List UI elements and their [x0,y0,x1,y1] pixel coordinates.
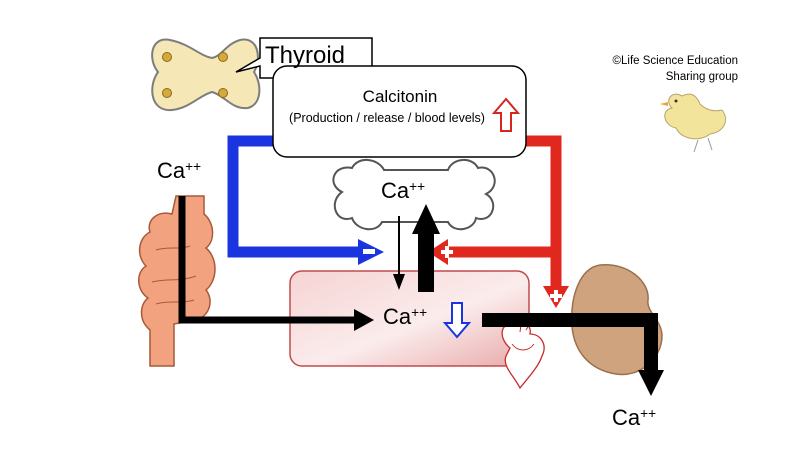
chick-icon [660,93,726,153]
minus-icon [363,249,375,254]
bone-icon [332,159,496,231]
deposition-arrow [393,216,405,290]
heart-icon [501,317,545,390]
intestine-icon [138,195,216,367]
resorption-arrow [412,204,440,292]
credit-text: ©Life Science Education Sharing group [588,54,738,85]
hormone-title: Calcitonin [362,87,438,106]
plus-icon [550,290,562,302]
calcium-excreted-label: Ca++ [612,405,657,430]
credit-line-1: ©Life Science Education [612,55,738,67]
plus-icon [441,246,453,258]
thyroid-icon [151,38,261,112]
down-arrow-icon [442,302,472,339]
hormone-effect-text: (Production / release / blood levels) [289,111,485,125]
decrease-pathway-arrow [227,135,384,265]
calcium-bone-label: Ca++ [381,178,426,203]
calcitonin-box [272,65,527,158]
thyroid-label: Thyroid [265,42,346,69]
calcium-blood-label: Ca++ [383,304,428,329]
up-arrow-icon [491,97,521,132]
calcium-dietary-label: Ca++ [157,158,202,183]
credit-line-2: Sharing group [665,70,738,83]
increase-pathway-arrow [428,135,569,308]
excretion-arrow [482,313,664,396]
absorption-arrow [178,196,374,331]
